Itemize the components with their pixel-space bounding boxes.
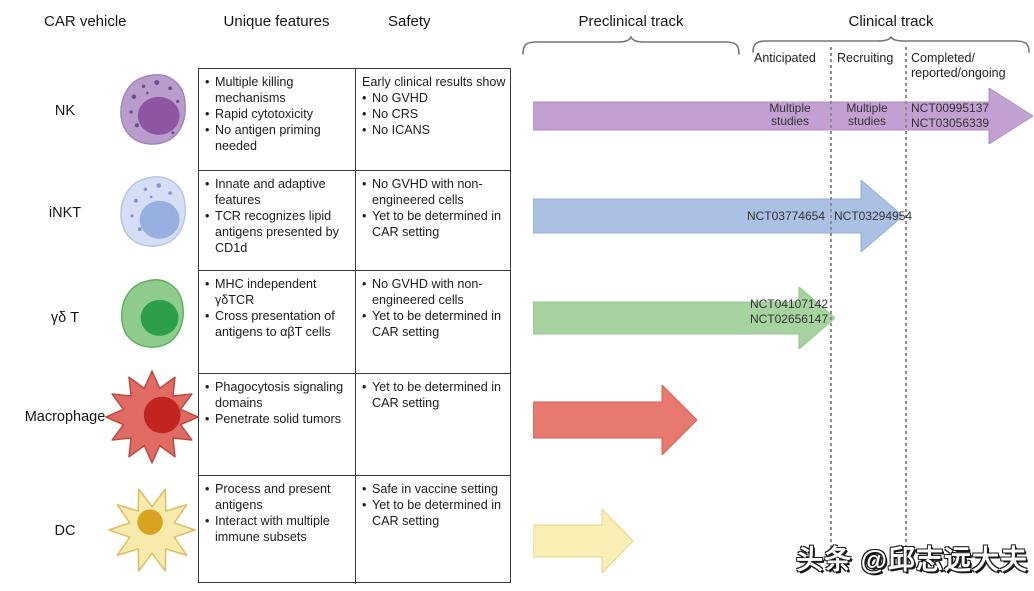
features-cell-nk: Multiple killing mechanisms Rapid cytoto…: [199, 69, 356, 171]
safety-item: No ICANS: [362, 122, 506, 138]
dc-cell-icon: [108, 488, 196, 572]
nk-completed-label: NCT00995137 NCT03056339: [911, 101, 989, 131]
row-label-gdt: γδ T: [50, 310, 80, 326]
nk-recruiting-label: Multiple studies: [846, 101, 888, 128]
column-anticipated: Anticipated: [754, 51, 816, 65]
feature-item: No antigen priming needed: [205, 122, 351, 154]
macrophage-cell-icon: [105, 370, 199, 464]
preclinical-brace: [522, 36, 740, 55]
header-car-vehicle: CAR vehicle: [44, 13, 127, 30]
header-safety: Safety: [388, 13, 431, 30]
features-cell-gdt: MHC independent γδTCR Cross presentation…: [199, 271, 356, 374]
feature-item: Interact with multiple immune subsets: [205, 513, 351, 545]
feature-item: Multiple killing mechanisms: [205, 74, 351, 106]
feature-item: Cross presentation of antigens to αβT ce…: [205, 308, 351, 340]
safety-cell-macrophage: Yet to be determined in CAR setting: [356, 374, 510, 476]
features-safety-table: Multiple killing mechanisms Rapid cytoto…: [198, 68, 511, 584]
feature-item: Penetrate solid tumors: [205, 411, 351, 427]
feature-item: Phagocytosis signaling domains: [205, 379, 351, 411]
nk-anticipated-label: Multiple studies: [769, 101, 811, 128]
column-completed-line1: Completed/: [911, 51, 975, 65]
row-label-dc: DC: [54, 523, 76, 539]
features-cell-dc: Process and present antigens Interact wi…: [199, 476, 356, 584]
gdt-track-arrow: [533, 287, 835, 349]
nct-number: NCT03056339: [911, 116, 990, 130]
safety-cell-dc: Safe in vaccine setting Yet to be determ…: [356, 476, 510, 584]
features-cell-macrophage: Phagocytosis signaling domains Penetrate…: [199, 374, 356, 476]
features-cell-inkt: Innate and adaptive features TCR recogni…: [199, 171, 356, 271]
inkt-track-arrow: [533, 180, 903, 252]
safety-item: No CRS: [362, 106, 506, 122]
feature-item: MHC independent γδTCR: [205, 276, 351, 308]
row-label-inkt: iNKT: [48, 205, 82, 221]
feature-item: Rapid cytotoxicity: [205, 106, 351, 122]
safety-cell-nk: Early clinical results show No GVHD No C…: [356, 69, 510, 171]
nct-number: NCT04107142: [749, 297, 828, 311]
inkt-anticipated-label: NCT03774654: [746, 209, 825, 223]
nct-number: NCT02656147: [749, 312, 828, 326]
safety-cell-inkt: No GVHD with non-engineered cells Yet to…: [356, 171, 510, 271]
dc-track-arrow: [533, 509, 633, 573]
watermark: 头条 @邱志远大夫: [796, 545, 1028, 575]
safety-item: Yet to be determined in CAR setting: [362, 208, 506, 240]
header-unique-features: Unique features: [223, 13, 330, 30]
divider-recruiting-completed: [905, 47, 907, 548]
feature-item: TCR recognizes lipid antigens presented …: [205, 208, 351, 256]
safety-cell-gdt: No GVHD with non-engineered cells Yet to…: [356, 271, 510, 374]
gdt-anticipated-label: NCT04107142 NCT02656147: [740, 297, 828, 327]
header-preclinical-track: Preclinical track: [578, 13, 684, 30]
safety-item: Safe in vaccine setting: [362, 481, 506, 497]
row-label-nk: NK: [54, 103, 76, 119]
safety-item: Yet to be determined in CAR setting: [362, 308, 506, 340]
column-completed-line2: reported/ongoing: [911, 66, 1006, 80]
safety-item: Yet to be determined in CAR setting: [362, 497, 506, 529]
nct-number: NCT00995137: [911, 101, 990, 115]
feature-item: Process and present antigens: [205, 481, 351, 513]
macrophage-track-arrow: [533, 385, 697, 455]
column-recruiting: Recruiting: [837, 51, 894, 65]
inkt-cell-icon: [120, 176, 186, 247]
safety-item: No GVHD with non-engineered cells: [362, 276, 506, 308]
header-clinical-track: Clinical track: [848, 13, 934, 30]
gdt-cell-icon: [120, 279, 184, 348]
divider-anticipated-recruiting: [830, 47, 832, 548]
safety-intro: Early clinical results show: [362, 75, 506, 89]
safety-item: Yet to be determined in CAR setting: [362, 379, 506, 411]
safety-item: No GVHD: [362, 90, 506, 106]
nk-cell-icon: [120, 74, 186, 145]
inkt-recruiting-label: NCT03294954: [834, 209, 913, 223]
safety-item: No GVHD with non-engineered cells: [362, 176, 506, 208]
nk-track-arrow: [533, 88, 1033, 144]
clinical-brace: [752, 36, 1030, 53]
column-completed: Completed/ reported/ongoing: [911, 51, 1006, 81]
row-label-macrophage: Macrophage: [24, 409, 106, 425]
feature-item: Innate and adaptive features: [205, 176, 351, 208]
